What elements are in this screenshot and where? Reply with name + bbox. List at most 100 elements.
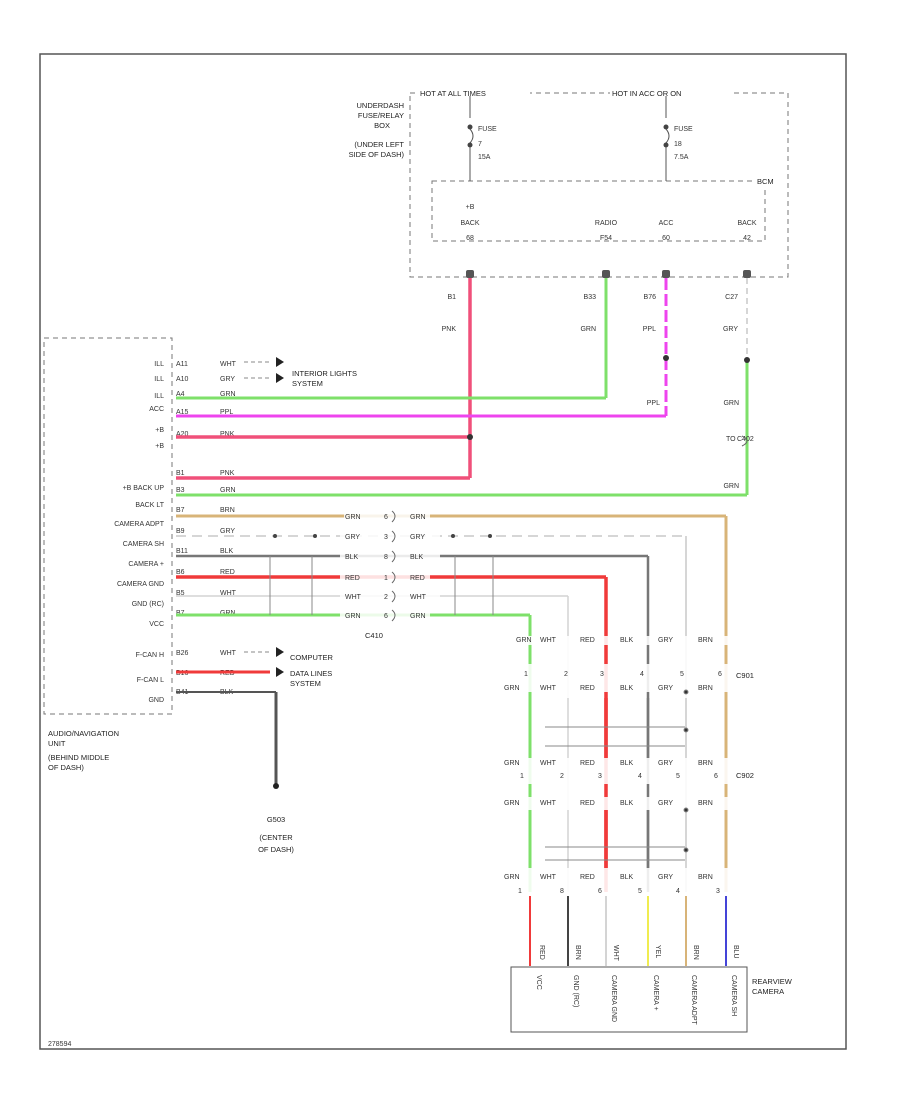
svg-text:GRN: GRN	[504, 760, 520, 767]
svg-text:SYSTEM: SYSTEM	[290, 679, 321, 688]
svg-text:68: 68	[466, 235, 474, 242]
svg-text:FUSE: FUSE	[478, 126, 497, 133]
svg-text:2: 2	[564, 671, 568, 678]
bcm-pin-radio: RADIO F54	[595, 220, 618, 242]
svg-text:SIDE OF DASH): SIDE OF DASH)	[349, 150, 405, 159]
hot-in-acc-label: HOT IN ACC OR ON	[612, 89, 681, 98]
svg-text:RADIO: RADIO	[595, 220, 618, 227]
c402-label: TO C402	[726, 435, 754, 447]
svg-text:WHT: WHT	[410, 594, 427, 601]
svg-text:RED: RED	[580, 874, 595, 881]
svg-text:C402: C402	[737, 436, 754, 443]
svg-text:6: 6	[384, 613, 388, 620]
bcm-pin-back-b: +B BACK 68	[460, 204, 479, 242]
svg-text:CAMERA SH: CAMERA SH	[730, 975, 737, 1016]
svg-text:GRY: GRY	[723, 326, 738, 333]
svg-text:WHT: WHT	[345, 594, 362, 601]
svg-text:42: 42	[743, 235, 751, 242]
svg-text:BACK: BACK	[460, 220, 479, 227]
c410-wire-segments	[340, 514, 440, 617]
svg-text:1: 1	[524, 671, 528, 678]
svg-text:B9: B9	[176, 528, 185, 535]
svg-text:F-CAN H: F-CAN H	[136, 652, 164, 659]
ground-label: G503 (CENTER OF DASH)	[258, 815, 294, 854]
svg-text:ILL: ILL	[154, 361, 164, 368]
svg-text:3: 3	[600, 671, 604, 678]
svg-text:FUSE: FUSE	[674, 126, 693, 133]
svg-text:GRY: GRY	[658, 685, 673, 692]
svg-text:5: 5	[638, 888, 642, 895]
c902-wire-segments	[528, 784, 728, 870]
svg-text:BLK: BLK	[410, 554, 424, 561]
svg-text:CAMERA +: CAMERA +	[652, 975, 659, 1011]
svg-text:WHT: WHT	[220, 650, 237, 657]
svg-text:GRN: GRN	[723, 483, 739, 490]
nav-unit-label: AUDIO/NAVIGATION UNIT (BEHIND MIDDLE OF …	[48, 729, 119, 772]
svg-text:F-CAN L: F-CAN L	[137, 677, 164, 684]
svg-text:RED: RED	[410, 575, 425, 582]
svg-text:B33: B33	[584, 294, 597, 301]
svg-text:RED: RED	[580, 800, 595, 807]
svg-text:ACC: ACC	[149, 406, 164, 413]
svg-text:(CENTER: (CENTER	[259, 833, 293, 842]
svg-text:CAMERA ADPT: CAMERA ADPT	[690, 975, 697, 1026]
svg-text:WHT: WHT	[540, 685, 557, 692]
svg-text:WHT: WHT	[220, 361, 237, 368]
c901-wire-segments	[528, 645, 728, 760]
fuse-7: FUSE 7 15A	[467, 96, 497, 181]
svg-text:PNK: PNK	[220, 431, 235, 438]
svg-text:4: 4	[676, 888, 680, 895]
svg-text:BRN: BRN	[698, 637, 713, 644]
svg-text:6: 6	[714, 773, 718, 780]
svg-text:WHT: WHT	[540, 760, 557, 767]
svg-text:CAMERA GND: CAMERA GND	[610, 975, 617, 1022]
hot-at-all-times-label: HOT AT ALL TIMES	[420, 89, 486, 98]
svg-text:2: 2	[560, 773, 564, 780]
svg-text:BRN: BRN	[574, 945, 581, 960]
svg-text:BLK: BLK	[620, 874, 634, 881]
svg-text:GRY: GRY	[658, 637, 673, 644]
svg-text:B1: B1	[176, 470, 185, 477]
svg-text:GRN: GRN	[410, 514, 426, 521]
svg-text:B26: B26	[176, 650, 189, 657]
camera-stubs: RED BRN WHT YEL BRN BLU	[529, 896, 739, 966]
fuse-box-terminals	[466, 270, 751, 278]
c410-connector: GRN 6 GRN GRY 3 GRY BLK 8 BLK RED 1 RED …	[345, 510, 427, 640]
svg-text:5: 5	[676, 773, 680, 780]
svg-text:3: 3	[716, 888, 720, 895]
svg-text:RED: RED	[220, 569, 235, 576]
svg-text:BRN: BRN	[698, 760, 713, 767]
ground-point	[273, 783, 279, 789]
svg-text:BRN: BRN	[698, 685, 713, 692]
svg-text:VCC: VCC	[149, 621, 164, 628]
svg-text:INTERIOR LIGHTS: INTERIOR LIGHTS	[292, 369, 357, 378]
svg-text:CAMERA GND: CAMERA GND	[117, 581, 164, 588]
svg-text:6: 6	[718, 671, 722, 678]
svg-text:B6: B6	[176, 569, 185, 576]
svg-text:BLK: BLK	[620, 800, 634, 807]
svg-text:SYSTEM: SYSTEM	[292, 379, 323, 388]
svg-text:GRN: GRN	[220, 487, 236, 494]
svg-text:GRN: GRN	[504, 800, 520, 807]
svg-text:B7: B7	[176, 507, 185, 514]
svg-text:6: 6	[384, 514, 388, 521]
svg-text:1: 1	[384, 575, 388, 582]
svg-text:18: 18	[674, 141, 682, 148]
svg-text:GND (RC): GND (RC)	[132, 601, 164, 608]
interior-lights-arrows	[244, 357, 284, 383]
svg-text:YEL: YEL	[654, 945, 661, 958]
svg-text:GRY: GRY	[345, 534, 360, 541]
svg-text:OF DASH): OF DASH)	[48, 763, 84, 772]
c901-connector: GRN WHT RED BLK GRY BRN 1 2 3 4 5 6 GRN …	[504, 637, 754, 692]
svg-text:WHT: WHT	[540, 637, 557, 644]
svg-text:C410: C410	[365, 631, 383, 640]
svg-text:UNIT: UNIT	[48, 739, 66, 748]
svg-text:RED: RED	[580, 637, 595, 644]
figure-id: 278594	[48, 1041, 71, 1048]
bcm-pin-acc: ACC 60	[659, 220, 674, 242]
nav-pins-top: ILL A11 WHT ILL A10 GRY ILL A4 GRN ACC A…	[149, 361, 236, 438]
svg-text:BACK: BACK	[737, 220, 756, 227]
svg-text:1: 1	[520, 773, 524, 780]
svg-text:B11: B11	[176, 548, 188, 555]
svg-text:OF DASH): OF DASH)	[258, 845, 294, 854]
